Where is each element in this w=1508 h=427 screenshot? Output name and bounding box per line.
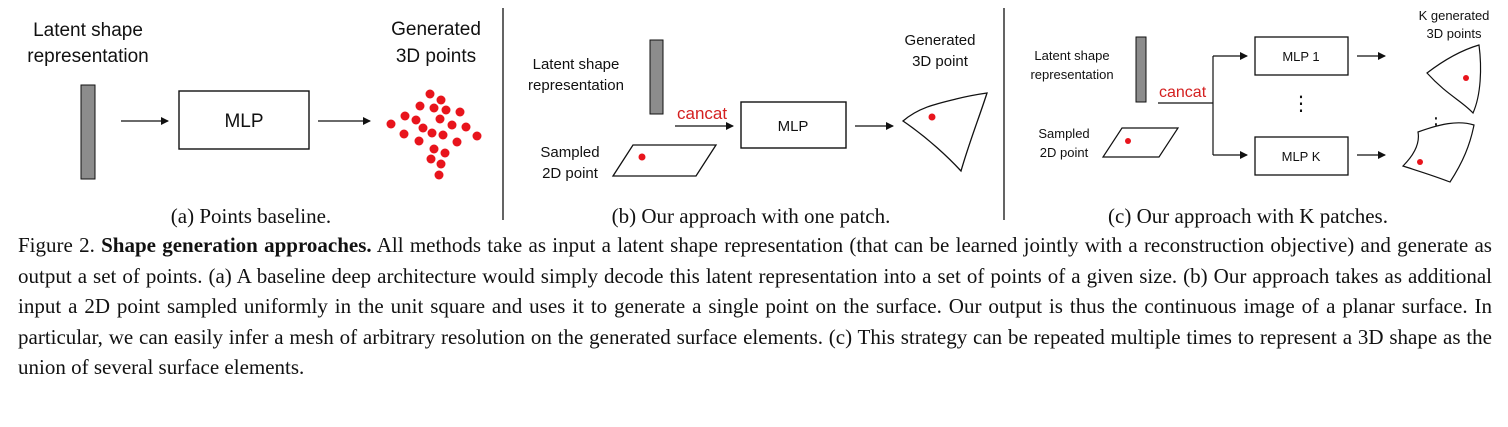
point <box>400 111 410 121</box>
point-cloud <box>386 89 482 180</box>
panel-b-sublabel: (b) Our approach with one patch. <box>612 204 891 228</box>
point <box>436 95 446 105</box>
point <box>426 154 436 164</box>
sampled-point <box>638 153 646 161</box>
output-label: Generated <box>905 32 976 49</box>
point <box>455 107 465 117</box>
mlp-vdots: ⋮ <box>1291 93 1311 115</box>
caption-prefix: Figure 2. <box>18 233 102 257</box>
point <box>436 159 446 169</box>
point <box>429 103 439 113</box>
point <box>440 148 450 158</box>
mlp-1-box <box>1254 36 1349 76</box>
figure-diagram: Latent shape representation MLP Generate… <box>27 8 1489 228</box>
panel-a-sublabel: (a) Points baseline. <box>171 204 331 228</box>
latent-label: representation <box>528 77 624 94</box>
concat-label: cancat <box>677 104 727 123</box>
latent-bar <box>1135 36 1147 103</box>
mlp-k-box <box>1254 136 1349 176</box>
output-label: 3D points <box>1427 26 1482 41</box>
latent-bar <box>649 39 664 115</box>
point <box>452 137 462 147</box>
generated-surface-1 <box>1426 44 1482 115</box>
figure-caption: Figure 2. Shape generation approaches. A… <box>18 230 1492 383</box>
point <box>447 120 457 130</box>
latent-label: representation <box>27 46 148 67</box>
point <box>425 89 435 99</box>
sampled-label: 2D point <box>542 165 599 182</box>
point <box>427 128 437 138</box>
generated-point <box>1463 75 1469 81</box>
latent-label: Latent shape <box>33 20 143 41</box>
mlp-label: MLP <box>224 111 263 132</box>
output-label: 3D points <box>396 46 476 67</box>
latent-label: representation <box>1030 67 1113 82</box>
unit-square <box>1101 127 1180 158</box>
sampled-point <box>1125 138 1131 144</box>
panel-c-sublabel: (c) Our approach with K patches. <box>1108 204 1388 228</box>
generated-surface <box>901 92 988 173</box>
sampled-label: 2D point <box>1040 145 1089 160</box>
concat-label: cancat <box>1159 84 1207 101</box>
output-label: K generated <box>1419 8 1490 23</box>
point <box>429 144 439 154</box>
mlp-box <box>740 101 847 149</box>
panel-c: Latent shape representation cancat MLP 1… <box>1030 8 1489 228</box>
sampled-label: Sampled <box>1038 126 1089 141</box>
latent-label: Latent shape <box>1034 48 1109 63</box>
point <box>418 123 428 133</box>
point <box>435 114 445 124</box>
latent-bar <box>80 84 96 180</box>
point <box>386 119 396 129</box>
point <box>399 129 409 139</box>
sampled-label: Sampled <box>540 144 599 161</box>
point <box>472 131 482 141</box>
mlp-1-label: MLP 1 <box>1282 49 1319 64</box>
mlp-k-label: MLP K <box>1282 149 1321 164</box>
panel-b: Latent shape representation cancat MLP G… <box>528 32 988 228</box>
point <box>414 136 424 146</box>
caption-body: All methods take as input a latent shape… <box>18 233 1492 379</box>
mlp-label: MLP <box>778 118 809 135</box>
generated-point <box>1417 159 1423 165</box>
output-label: Generated <box>391 19 481 40</box>
panel-a: Latent shape representation MLP Generate… <box>27 19 482 228</box>
latent-label: Latent shape <box>533 56 620 73</box>
unit-square <box>611 144 718 177</box>
point <box>441 105 451 115</box>
point <box>434 170 444 180</box>
point <box>411 115 421 125</box>
generated-surface-k <box>1401 122 1475 183</box>
mlp-box <box>178 90 310 150</box>
generated-point <box>928 113 936 121</box>
point <box>438 130 448 140</box>
output-label: 3D point <box>912 53 969 70</box>
caption-heading: Shape generation approaches. <box>101 233 372 257</box>
point <box>415 101 425 111</box>
point <box>461 122 471 132</box>
